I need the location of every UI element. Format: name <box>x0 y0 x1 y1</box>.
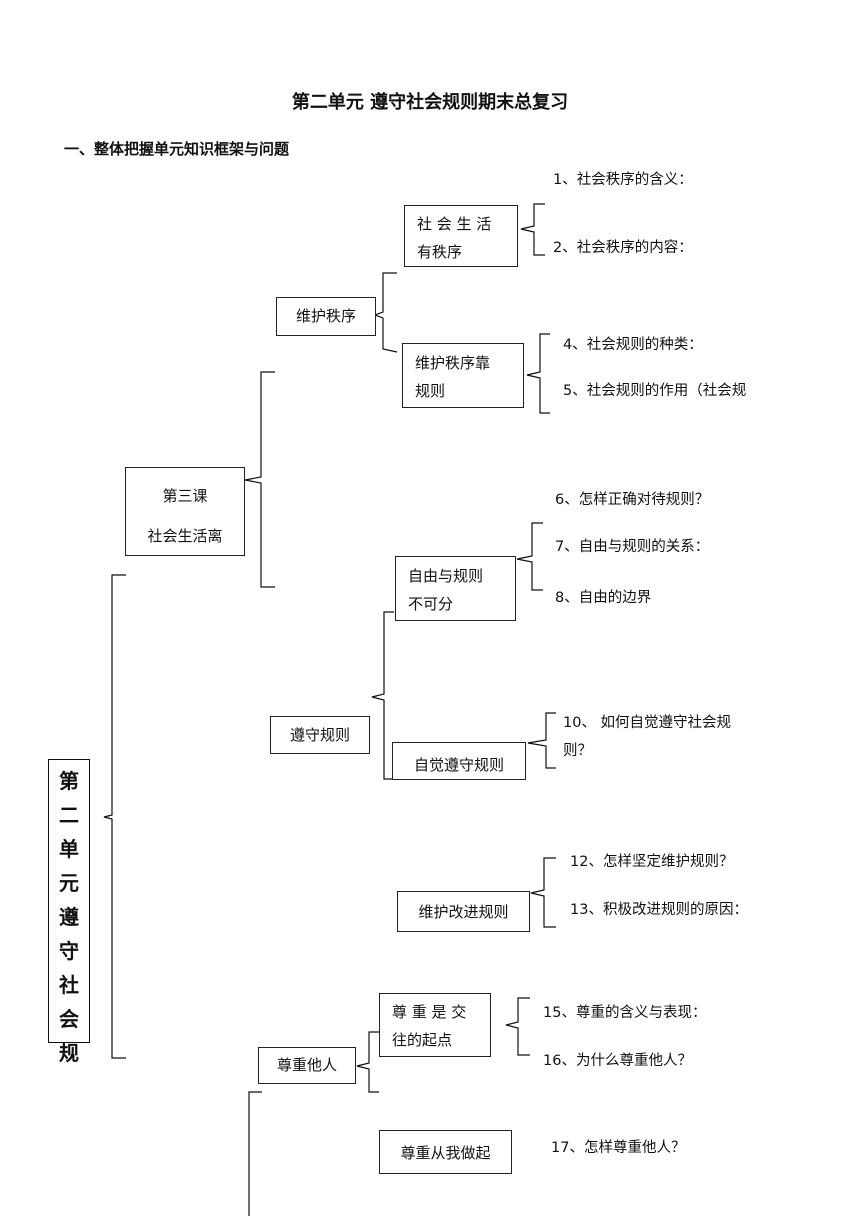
root-char: 第 <box>59 769 79 793</box>
node-consciously-obey: 自觉遵守规则 <box>392 742 526 780</box>
section-heading: 一、整体把握单元知识框架与问题 <box>64 140 290 158</box>
node-maintain-order: 维护秩序 <box>276 297 376 336</box>
question-4: 4、社会规则的种类： <box>563 337 703 353</box>
lesson-3-line1: 第三课 <box>162 487 208 505</box>
lesson-3-line2: 社会生活离 <box>147 527 223 545</box>
node-maintain-improve-rules: 维护改进规则 <box>397 891 530 932</box>
node-respect-from-me: 尊重从我做起 <box>379 1130 512 1174</box>
node-obey-rules: 遵守规则 <box>270 716 370 754</box>
root-char: 守 <box>59 939 79 963</box>
node-order-relies-on-rules-line2: 规则 <box>415 382 446 400</box>
question-6: 6、怎样正确对待规则？ <box>555 492 710 508</box>
root-char: 二 <box>59 803 79 827</box>
node-social-life-order-line1: 社 会 生 活 <box>417 215 492 233</box>
question-2: 2、社会秩序的内容： <box>553 240 693 256</box>
question-15: 15、尊重的含义与表现： <box>543 1005 707 1021</box>
question-13: 13、积极改进规则的原因： <box>570 902 748 918</box>
root-char: 规 <box>59 1041 79 1065</box>
node-respect-starting-point-line2: 往的起点 <box>392 1031 453 1049</box>
question-12: 12、怎样坚定维护规则？ <box>570 854 734 870</box>
root-char: 会 <box>59 1007 79 1031</box>
node-order-relies-on-rules-line1: 维护秩序靠 <box>415 354 491 372</box>
page-title: 第二单元 遵守社会规则期末总复习 <box>291 92 569 113</box>
question-8: 8、自由的边界 <box>555 590 652 606</box>
node-respect-others: 尊重他人 <box>258 1047 356 1084</box>
node-freedom-rules-line2: 不可分 <box>408 595 454 613</box>
question-10: 10、 如何自觉遵守社会规 则？ <box>563 709 731 765</box>
node-freedom-rules-line1: 自由与规则 <box>408 567 484 585</box>
node-social-life-order-line2: 有秩序 <box>417 243 463 261</box>
node-respect-starting-point-line1: 尊 重 是 交 <box>392 1003 467 1021</box>
node-social-life-order: 社 会 生 活 有秩序 <box>404 205 518 267</box>
node-freedom-rules: 自由与规则 不可分 <box>395 556 516 621</box>
question-10-line1: 10、 如何自觉遵守社会规 <box>563 715 732 731</box>
node-respect-starting-point: 尊 重 是 交 往的起点 <box>379 993 491 1057</box>
question-10-line2: 则？ <box>563 743 592 759</box>
root-char: 单 <box>59 837 79 861</box>
question-1: 1、社会秩序的含义： <box>553 172 693 188</box>
unit-root-box: 第 二 单 元 遵 守 社 会 规 <box>48 759 90 1065</box>
question-7: 7、自由与规则的关系： <box>555 539 710 555</box>
question-16: 16、为什么尊重他人？ <box>543 1053 692 1069</box>
lesson-3-box: 第三课 社会生活离 <box>125 467 245 556</box>
node-order-relies-on-rules: 维护秩序靠 规则 <box>402 343 524 408</box>
question-17: 17、怎样尊重他人？ <box>551 1140 686 1156</box>
root-char: 社 <box>59 973 79 997</box>
root-char: 遵 <box>59 905 79 929</box>
root-char: 元 <box>59 871 79 895</box>
question-5: 5、社会规则的作用（社会规 <box>563 383 747 399</box>
